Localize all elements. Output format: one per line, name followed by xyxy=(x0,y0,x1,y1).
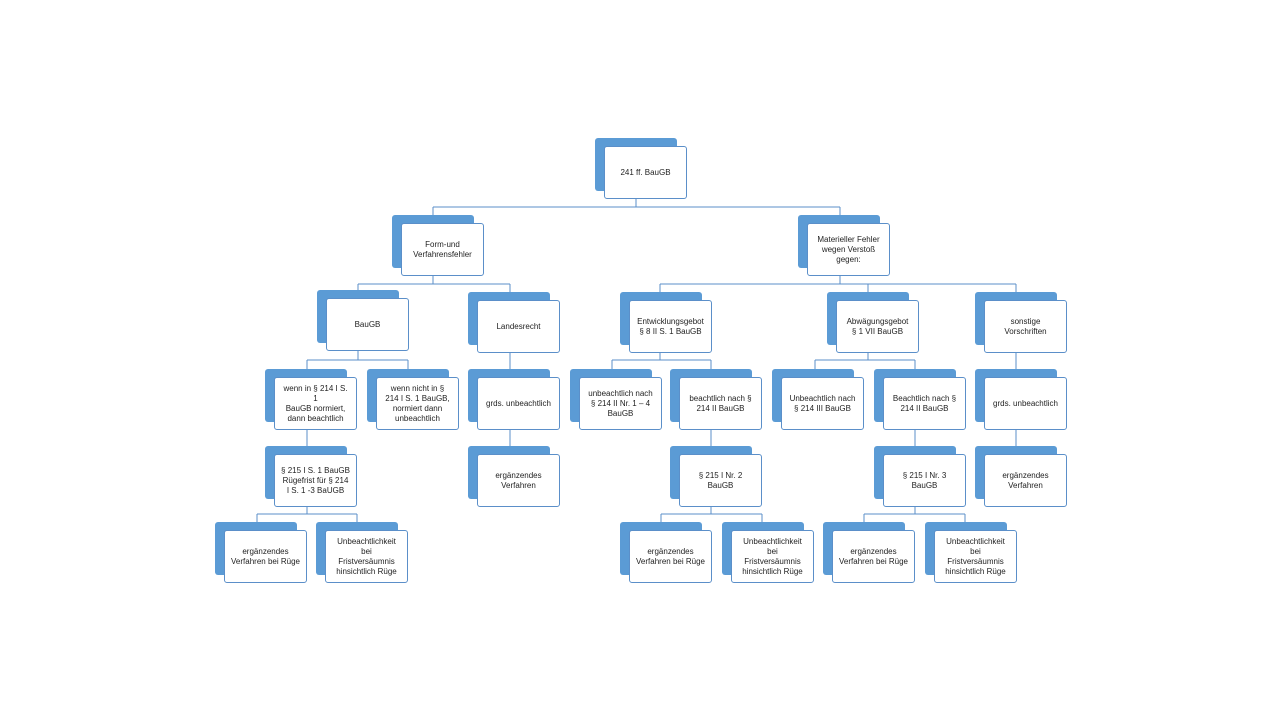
node-sonst-grds-label: grds. unbeachtlich xyxy=(993,398,1058,408)
node-sonstige-vorschriften: sonstige Vorschriften xyxy=(975,292,1067,353)
node-wenn-normiert-beachtlich: wenn in § 214 I S. 1 BauGB normiert, dan… xyxy=(265,369,357,430)
node-sonstige-label: sonstige Vorschriften xyxy=(1004,316,1047,336)
node-wenn-nicht-normiert: wenn nicht in § 214 I S. 1 BauGB, normie… xyxy=(367,369,459,430)
node-ruegefrist: § 215 I S. 1 BauGB Rügefrist für § 214 I… xyxy=(265,446,357,507)
node-landes-grds-label: grds. unbeachtlich xyxy=(486,398,551,408)
node-abw-215-label: § 215 I Nr. 3 BauGB xyxy=(902,470,947,490)
node-wenn-normiert-label: wenn in § 214 I S. 1 BauGB normiert, dan… xyxy=(283,383,348,423)
node-landesrecht-label: Landesrecht xyxy=(496,321,541,331)
node-sonst-ergaenzend-label: ergänzendes Verfahren xyxy=(1002,470,1049,490)
node-form-und-verfahrensfehler: Form-und Verfahrensfehler xyxy=(392,215,484,276)
node-b-unbeachtlichkeit: Unbeachtlichkeit bei Fristversäumnis hin… xyxy=(722,522,814,583)
node-entw-unbeachtlich-label: unbeachtlich nach § 214 II Nr. 1 – 4 Bau… xyxy=(588,388,653,418)
node-c-unbeachtlichkeit-label: Unbeachtlichkeit bei Fristversäumnis hin… xyxy=(945,536,1006,576)
node-a-unbeachtlichkeit: Unbeachtlichkeit bei Fristversäumnis hin… xyxy=(316,522,408,583)
node-landes-ergaenzendes-verfahren: ergänzendes Verfahren xyxy=(468,446,560,507)
node-ruegefrist-label: § 215 I S. 1 BauGB Rügefrist für § 214 I… xyxy=(281,465,350,495)
node-abw-unbeachtlich: Unbeachtlich nach § 214 III BauGB xyxy=(772,369,864,430)
node-entw-215-label: § 215 I Nr. 2 BauGB xyxy=(698,470,743,490)
node-baugb-label: BauGB xyxy=(354,319,381,329)
node-abw-beachtlich: Beachtlich nach § 214 II BauGB xyxy=(874,369,966,430)
node-b-ergaenzend-label: ergänzendes Verfahren bei Rüge xyxy=(636,546,705,566)
node-a-ergaenzend-label: ergänzendes Verfahren bei Rüge xyxy=(231,546,300,566)
node-abw-215: § 215 I Nr. 3 BauGB xyxy=(874,446,966,507)
node-sonst-grds-unbeachtlich: grds. unbeachtlich xyxy=(975,369,1067,430)
node-abwaegungsgebot: Abwägungsgebot § 1 VII BauGB xyxy=(827,292,919,353)
node-b-ergaenzendes-verfahren-bei-ruege: ergänzendes Verfahren bei Rüge xyxy=(620,522,712,583)
node-abw-beachtlich-label: Beachtlich nach § 214 II BauGB xyxy=(892,393,957,413)
node-abwaegungsgebot-label: Abwägungsgebot § 1 VII BauGB xyxy=(846,316,909,336)
node-c-ergaenzendes-verfahren-bei-ruege: ergänzendes Verfahren bei Rüge xyxy=(823,522,915,583)
node-a-unbeachtlichkeit-label: Unbeachtlichkeit bei Fristversäumnis hin… xyxy=(336,536,397,576)
node-form-label: Form-und Verfahrensfehler xyxy=(413,239,472,259)
node-c-ergaenzend-label: ergänzendes Verfahren bei Rüge xyxy=(839,546,908,566)
node-entw-beachtlich: beachtlich nach § 214 II BauGB xyxy=(670,369,762,430)
node-entw-215: § 215 I Nr. 2 BauGB xyxy=(670,446,762,507)
node-c-unbeachtlichkeit: Unbeachtlichkeit bei Fristversäumnis hin… xyxy=(925,522,1017,583)
node-materiell-label: Materieller Fehler wegen Verstoß gegen: xyxy=(817,234,880,264)
node-b-unbeachtlichkeit-label: Unbeachtlichkeit bei Fristversäumnis hin… xyxy=(742,536,803,576)
node-entw-unbeachtlich: unbeachtlich nach § 214 II Nr. 1 – 4 Bau… xyxy=(570,369,662,430)
node-root-label: 241 ff. BauGB xyxy=(620,167,671,177)
node-landesrecht: Landesrecht xyxy=(468,292,560,353)
node-wenn-nicht-label: wenn nicht in § 214 I S. 1 BauGB, normie… xyxy=(385,383,450,423)
node-entwicklungsgebot-label: Entwicklungsgebot § 8 II S. 1 BauGB xyxy=(637,316,704,336)
node-a-ergaenzendes-verfahren-bei-ruege: ergänzendes Verfahren bei Rüge xyxy=(215,522,307,583)
node-landes-grds-unbeachtlich: grds. unbeachtlich xyxy=(468,369,560,430)
node-landes-ergaenzend-label: ergänzendes Verfahren xyxy=(495,470,542,490)
node-entw-beachtlich-label: beachtlich nach § 214 II BauGB xyxy=(689,393,752,413)
node-entwicklungsgebot: Entwicklungsgebot § 8 II S. 1 BauGB xyxy=(620,292,712,353)
node-sonst-ergaenzendes-verfahren: ergänzendes Verfahren xyxy=(975,446,1067,507)
node-root: 241 ff. BauGB xyxy=(595,138,687,199)
node-baugb: BauGB xyxy=(317,290,409,351)
node-abw-unbeachtlich-label: Unbeachtlich nach § 214 III BauGB xyxy=(789,393,856,413)
node-materieller-fehler: Materieller Fehler wegen Verstoß gegen: xyxy=(798,215,890,276)
